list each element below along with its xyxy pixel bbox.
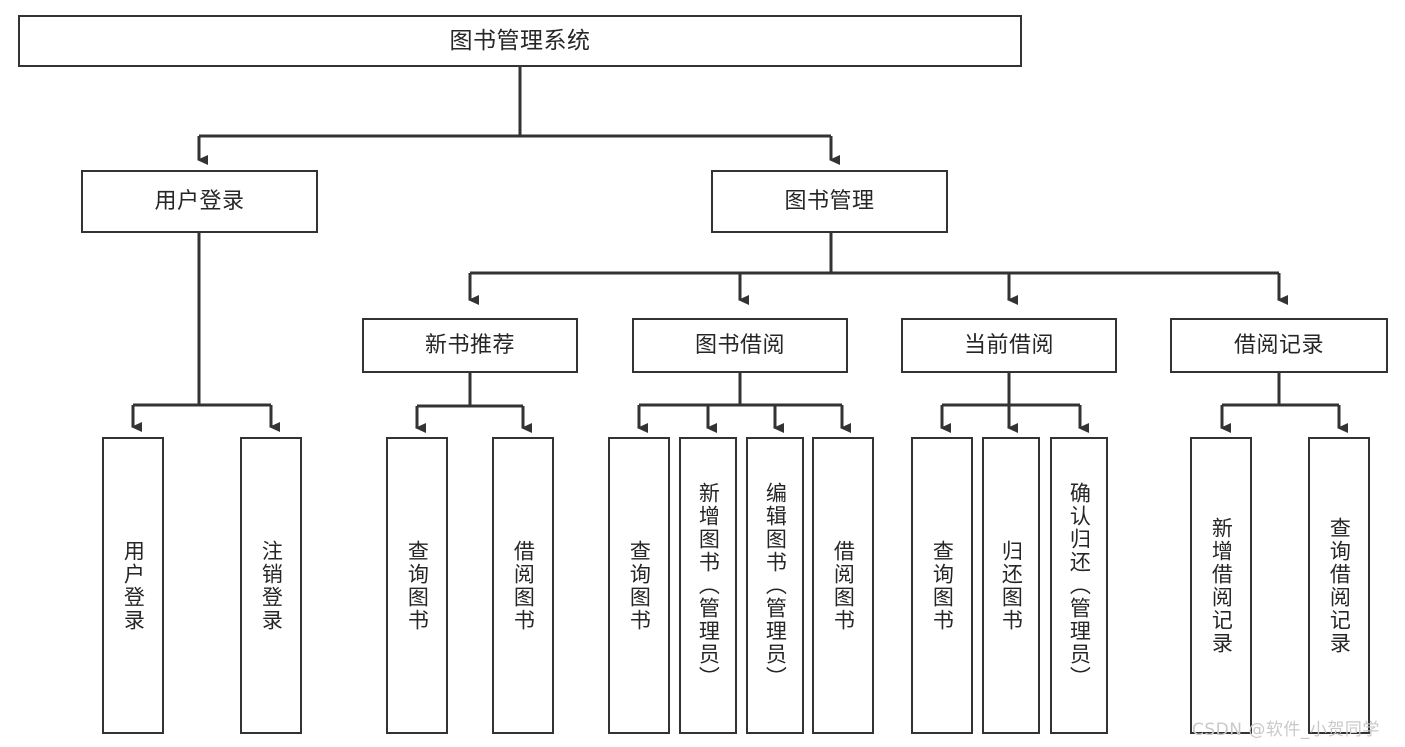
node-leaf-add-record[interactable]: 新增借阅记录 — [1190, 437, 1252, 734]
node-label: 借阅记录 — [1233, 332, 1324, 358]
node-leaf-confirm-return[interactable]: 确认归还（管理员） — [1050, 437, 1108, 734]
node-root-system[interactable]: 图书管理系统 — [18, 15, 1022, 67]
node-label: 确认归还（管理员） — [1067, 482, 1092, 689]
node-label: 编辑图书（管理员） — [763, 482, 788, 689]
node-user-login[interactable]: 用户登录 — [81, 170, 318, 233]
node-leaf-edit-book[interactable]: 编辑图书（管理员） — [746, 437, 804, 734]
node-label: 用户登录 — [154, 188, 245, 214]
node-leaf-query-book-1[interactable]: 查询图书 — [386, 437, 448, 734]
node-label: 借阅图书 — [511, 539, 536, 632]
node-leaf-user-logout[interactable]: 注销登录 — [240, 437, 302, 734]
node-current-borrow[interactable]: 当前借阅 — [901, 318, 1117, 373]
node-label: 查询图书 — [930, 539, 955, 632]
node-label: 图书管理系统 — [449, 27, 591, 54]
node-label: 查询图书 — [627, 539, 652, 632]
node-label: 当前借阅 — [963, 332, 1054, 358]
node-label: 新增借阅记录 — [1209, 516, 1234, 655]
node-book-borrow[interactable]: 图书借阅 — [632, 318, 848, 373]
node-label: 借阅图书 — [831, 539, 856, 632]
node-label: 归还图书 — [999, 539, 1024, 632]
node-label: 查询图书 — [405, 539, 430, 632]
node-leaf-add-book[interactable]: 新增图书（管理员） — [679, 437, 737, 734]
node-label: 新书推荐 — [424, 332, 515, 358]
node-leaf-user-login[interactable]: 用户登录 — [102, 437, 164, 734]
node-leaf-query-book-2[interactable]: 查询图书 — [608, 437, 670, 734]
node-new-book-recommend[interactable]: 新书推荐 — [362, 318, 578, 373]
node-label: 用户登录 — [121, 539, 146, 632]
node-label: 图书借阅 — [694, 332, 785, 358]
csdn-watermark: CSDN @软件_小贺同学 — [1192, 720, 1380, 740]
node-label: 注销登录 — [259, 539, 284, 632]
node-book-manage[interactable]: 图书管理 — [711, 170, 948, 233]
node-label: 图书管理 — [784, 188, 875, 214]
node-label: 查询借阅记录 — [1327, 516, 1352, 655]
node-leaf-query-book-3[interactable]: 查询图书 — [911, 437, 973, 734]
node-leaf-query-record[interactable]: 查询借阅记录 — [1308, 437, 1370, 734]
node-borrow-record[interactable]: 借阅记录 — [1170, 318, 1388, 373]
node-label: 新增图书（管理员） — [696, 482, 721, 689]
node-leaf-borrow-book-1[interactable]: 借阅图书 — [492, 437, 554, 734]
node-leaf-return-book[interactable]: 归还图书 — [982, 437, 1040, 734]
node-leaf-borrow-book-2[interactable]: 借阅图书 — [812, 437, 874, 734]
